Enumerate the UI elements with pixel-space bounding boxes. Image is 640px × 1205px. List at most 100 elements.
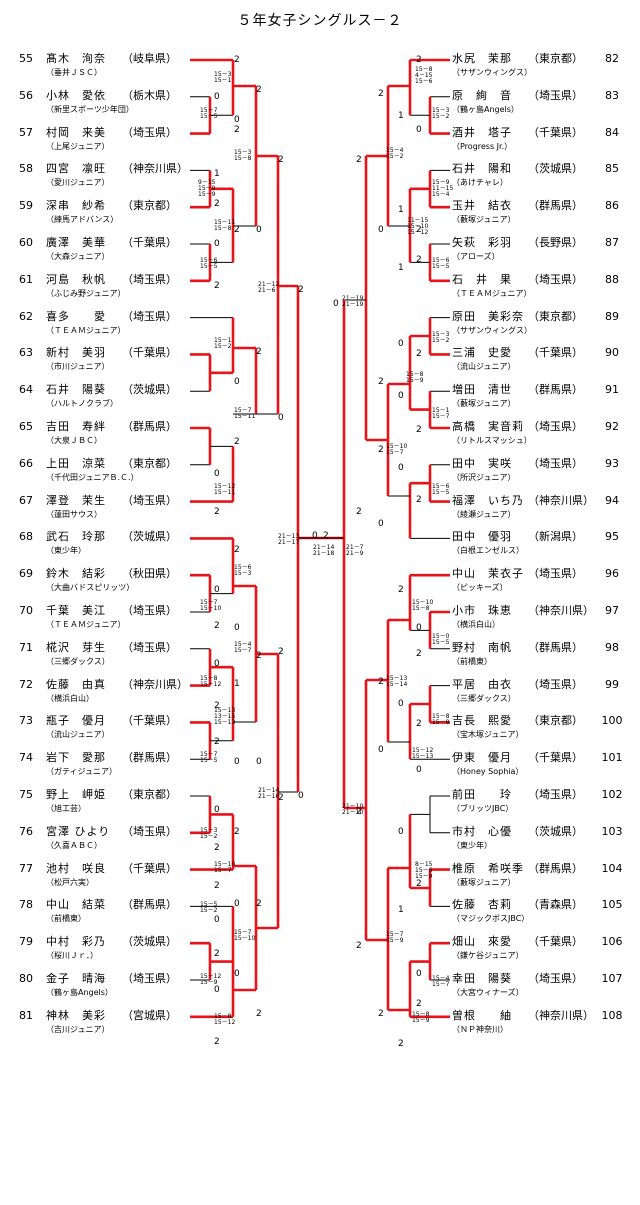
player-name: 前田 玲 [452, 788, 512, 801]
player-prefecture: （群馬県） [528, 199, 583, 213]
player-club: （ＴＥＡＭジュニア） [452, 288, 532, 298]
games-won: 2 [278, 793, 284, 803]
player-number: 95 [605, 530, 619, 544]
games-won: 0 [234, 899, 240, 909]
player-club: （大泉ＪＢＣ） [46, 436, 102, 445]
games-won: 1 [214, 169, 220, 179]
player-number: 72 [19, 677, 33, 691]
match-score: 15－6 15－3 [234, 564, 252, 577]
player-name: 水尻 茉那 [452, 52, 512, 65]
player-prefecture: （群馬県） [528, 861, 583, 875]
match-score: 21－12 21－6 [258, 281, 280, 294]
player-prefecture: （埼玉県） [122, 972, 177, 985]
player-number: 84 [605, 125, 619, 139]
games-won: 2 [378, 377, 384, 387]
player-number: 101 [601, 751, 623, 765]
match-score: 15－12 15－9 [200, 973, 222, 986]
player-number: 80 [19, 972, 33, 985]
player-number: 74 [19, 751, 33, 765]
player-club: （大曲バドスピリッツ） [46, 583, 135, 593]
player-name: 瓶子 優月 [46, 714, 106, 728]
player-prefecture: （茨城県） [122, 530, 177, 544]
games-won: 2 [234, 55, 240, 65]
games-won: 2 [278, 647, 284, 657]
games-won: 0 [278, 413, 284, 423]
player-prefecture: （埼玉県） [528, 972, 583, 985]
match-score: 21－7 21－9 [346, 544, 364, 557]
player-prefecture: （千葉県） [528, 751, 583, 765]
player-prefecture: （群馬県） [122, 751, 177, 765]
player-prefecture: （茨城県） [528, 824, 583, 838]
player-prefecture: （埼玉県） [528, 677, 583, 691]
match-score: 15－5 15－2 [200, 901, 218, 914]
match-score: 15－7 15－5 [200, 107, 218, 120]
match-score: 15－8 4－15 15－6 [415, 66, 433, 85]
player-number: 75 [19, 788, 33, 801]
match-score: 8－15 15－6 15－9 [415, 861, 433, 880]
player-name: 幸田 陽葵 [452, 972, 512, 985]
games-won: 2 [416, 719, 422, 729]
match-score: 21－13 21－17 [278, 533, 300, 546]
player-number: 64 [19, 383, 33, 397]
player-name: 上田 涼菜 [46, 456, 106, 470]
games-won: 0 [416, 969, 422, 979]
match-score: 15－7 15－10 [234, 929, 256, 942]
games-won: 0 [234, 115, 240, 125]
player-club: （練馬アドバンス） [46, 215, 119, 225]
player-club: （鶴ヶ島Angels） [452, 104, 519, 114]
player-number: 78 [19, 898, 33, 912]
match-score: 15－8 15－9 [406, 371, 424, 384]
player-club: （松戸六実） [46, 877, 94, 887]
player-number: 67 [19, 493, 33, 507]
player-club: （ハルトノクラブ） [46, 399, 118, 409]
player-name: 椛沢 芽生 [46, 640, 106, 654]
player-prefecture: （埼玉県） [528, 88, 583, 102]
player-number: 100 [601, 714, 623, 728]
player-prefecture: （群馬県） [528, 640, 583, 654]
player-club: （アローズ） [452, 252, 500, 261]
player-prefecture: （東京都） [528, 309, 583, 323]
player-prefecture: （東京都） [122, 456, 177, 470]
player-number: 60 [19, 236, 33, 249]
games-won: 1 [398, 905, 404, 915]
match-score: 15－8 15－9 [412, 1011, 430, 1024]
player-name: 椎原 希咲季 [452, 861, 524, 875]
games-won: 0 [234, 969, 240, 979]
games-won: 0 [312, 531, 318, 541]
player-number: 93 [605, 456, 619, 470]
player-prefecture: （神奈川県） [528, 1008, 594, 1022]
games-won: 0 [214, 92, 220, 102]
player-club: （桜川Ｊｒ．） [46, 951, 98, 961]
player-name: 千葉 美江 [46, 604, 106, 617]
player-number: 68 [19, 530, 33, 544]
player-name: 神林 美彩 [46, 1008, 106, 1022]
player-name: 中山 結菜 [46, 898, 106, 912]
match-score: 15－8 15－12 [200, 675, 222, 688]
player-club: （流山ジュニア） [452, 362, 516, 372]
player-number: 108 [601, 1008, 623, 1022]
player-name: 小市 珠恵 [452, 604, 512, 617]
player-club: （前橋東） [46, 914, 86, 924]
player-prefecture: （茨城県） [528, 162, 583, 176]
match-score: 15－10 15－8 [412, 599, 434, 612]
player-number: 81 [19, 1008, 33, 1022]
player-name: 髙木 洵奈 [46, 52, 106, 65]
player-prefecture: （青森県） [528, 898, 583, 912]
player-number: 82 [605, 52, 619, 65]
player-name: 石井 陽和 [452, 162, 512, 176]
player-name: 河島 秋帆 [46, 272, 106, 286]
player-number: 77 [19, 861, 33, 875]
games-won: 2 [214, 701, 220, 711]
player-prefecture: （岐阜県） [122, 52, 177, 65]
player-number: 66 [19, 456, 33, 470]
games-won: 2 [356, 941, 362, 951]
player-number: 85 [605, 162, 619, 176]
player-club: （白根エンゼルス） [452, 546, 524, 556]
games-won: 0 [398, 699, 404, 709]
games-won: 0 [398, 339, 404, 349]
games-won: 0 [398, 827, 404, 837]
player-club: （綾瀬ジュニア） [452, 509, 516, 519]
player-club: （東少年） [46, 546, 86, 556]
player-name: 野上 岬姫 [46, 788, 106, 801]
player-number: 59 [19, 199, 33, 213]
